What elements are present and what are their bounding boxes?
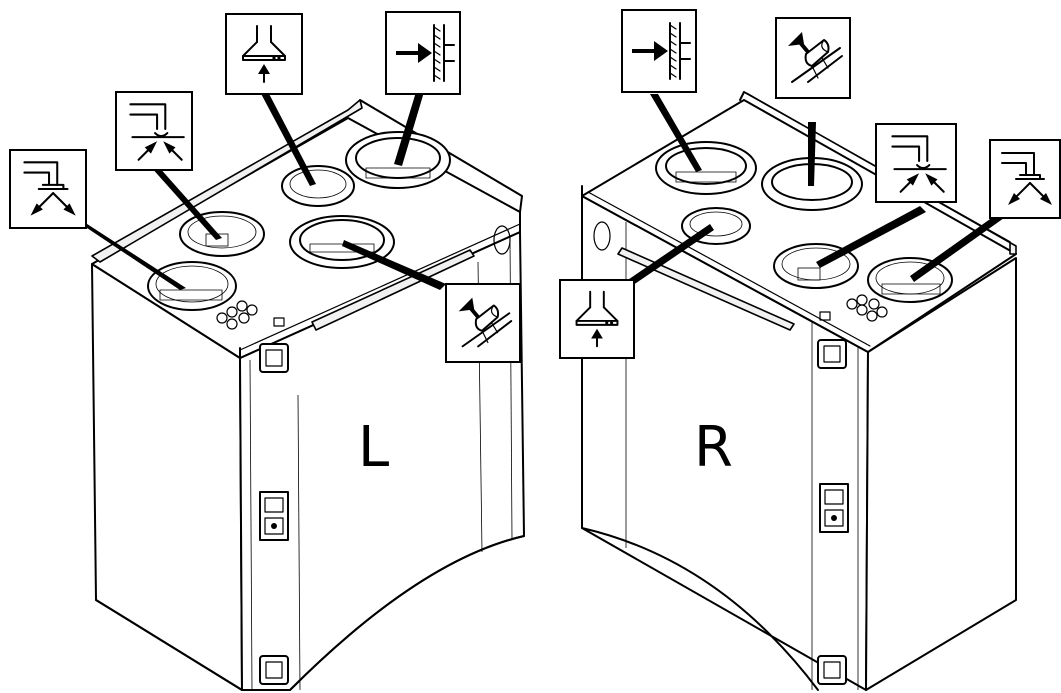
supply-air-icon bbox=[9, 149, 87, 229]
kitchen-hood-icon bbox=[225, 13, 303, 95]
right-unit-letter: R bbox=[694, 415, 733, 480]
outdoor-air-icon bbox=[385, 11, 461, 95]
right-unit: R bbox=[581, 91, 1017, 691]
extract-air-icon bbox=[875, 123, 957, 203]
extract-air-icon bbox=[115, 91, 193, 171]
leader-lines bbox=[78, 88, 1004, 298]
left-unit-letter: L bbox=[358, 415, 389, 480]
exhaust-air-icon bbox=[445, 283, 521, 363]
supply-air-icon bbox=[989, 139, 1061, 219]
exhaust-air-icon bbox=[775, 17, 851, 99]
outdoor-air-icon bbox=[621, 9, 697, 93]
left-unit: L bbox=[91, 99, 525, 691]
kitchen-hood-icon bbox=[559, 279, 635, 359]
